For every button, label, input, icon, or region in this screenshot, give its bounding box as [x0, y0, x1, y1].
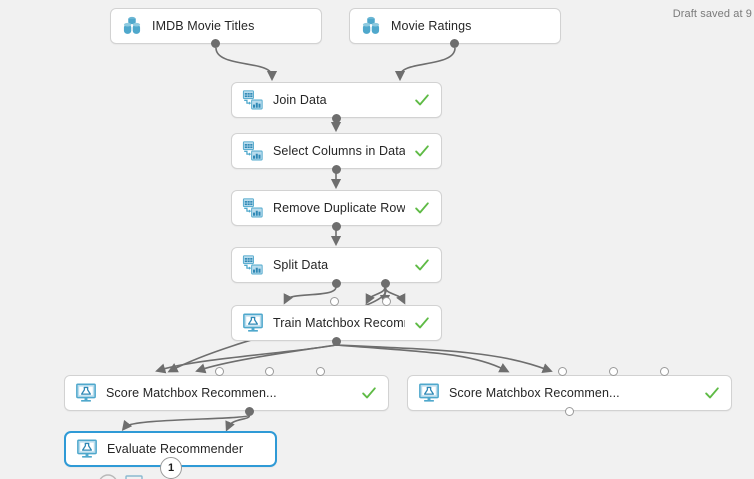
data-transform-icon [242, 255, 263, 275]
data-transform-icon [242, 141, 263, 161]
input-port-train-2[interactable] [330, 297, 339, 306]
node-label: Score Matchbox Recommen... [106, 386, 277, 400]
node-partial-below[interactable] [96, 470, 296, 479]
output-port-score-matchbox-recommender-left[interactable] [245, 407, 254, 416]
node-split-data[interactable]: Split Data [231, 247, 442, 283]
node-label: Evaluate Recommender [107, 442, 244, 456]
input-port-score-left-4[interactable] [316, 367, 325, 376]
output-port-imdb-movie-titles[interactable] [211, 39, 220, 48]
data-transform-icon [242, 90, 263, 110]
node-select-columns-in-dataset[interactable]: Select Columns in Dataset [231, 133, 442, 169]
checkmark-icon [362, 387, 376, 399]
node-label: IMDB Movie Titles [152, 19, 255, 33]
node-label: Movie Ratings [391, 19, 472, 33]
train-model-icon [77, 439, 97, 458]
train-model-icon [419, 383, 439, 402]
node-label: Select Columns in Dataset [273, 144, 405, 158]
node-remove-duplicate-rows[interactable]: Remove Duplicate Rows [231, 190, 442, 226]
node-label: Split Data [273, 258, 329, 272]
checkmark-icon [705, 387, 719, 399]
checkmark-icon [415, 94, 429, 106]
node-label: Train Matchbox Recommen... [273, 316, 405, 330]
node-evaluate-recommender[interactable]: Evaluate Recommender [64, 431, 277, 467]
checkmark-icon [415, 259, 429, 271]
node-score-matchbox-recommender-right[interactable]: Score Matchbox Recommen... [407, 375, 732, 411]
output-port-train-matchbox-recommender[interactable] [332, 337, 341, 346]
train-model-icon [76, 383, 96, 402]
node-score-matchbox-recommender-left[interactable]: Score Matchbox Recommen... [64, 375, 389, 411]
input-port-score-right-4[interactable] [660, 367, 669, 376]
node-label: Score Matchbox Recommen... [449, 386, 620, 400]
output-port-movie-ratings[interactable] [450, 39, 459, 48]
node-badge-evaluate-recommender[interactable]: 1 [160, 457, 182, 479]
node-train-matchbox-recommender[interactable]: Train Matchbox Recommen... [231, 305, 442, 341]
checkmark-icon [415, 145, 429, 157]
output-port-split-data-2[interactable] [381, 279, 390, 288]
dataset-icon [123, 16, 141, 34]
output-port-remove-duplicate-rows[interactable] [332, 222, 341, 231]
input-port-train-3[interactable] [382, 297, 391, 306]
checkmark-icon [415, 317, 429, 329]
input-port-score-left-3[interactable] [265, 367, 274, 376]
draft-status-text: Draft saved at 9 [672, 8, 752, 20]
input-port-score-right-2[interactable] [558, 367, 567, 376]
node-imdb-movie-titles[interactable]: IMDB Movie Titles [110, 8, 322, 44]
output-port-select-columns-in-dataset[interactable] [332, 165, 341, 174]
input-port-score-right-3[interactable] [609, 367, 618, 376]
dataset-icon [362, 16, 380, 34]
checkmark-icon [415, 202, 429, 214]
data-transform-icon [242, 198, 263, 218]
node-movie-ratings[interactable]: Movie Ratings [349, 8, 561, 44]
node-join-data[interactable]: Join Data [231, 82, 442, 118]
node-label: Join Data [273, 93, 327, 107]
node-label: Remove Duplicate Rows [273, 201, 405, 215]
output-port-join-data[interactable] [332, 114, 341, 123]
output-port-score-matchbox-recommender-right[interactable] [565, 407, 574, 416]
input-port-score-left-2[interactable] [215, 367, 224, 376]
train-model-icon [243, 313, 263, 332]
output-port-split-data-1[interactable] [332, 279, 341, 288]
